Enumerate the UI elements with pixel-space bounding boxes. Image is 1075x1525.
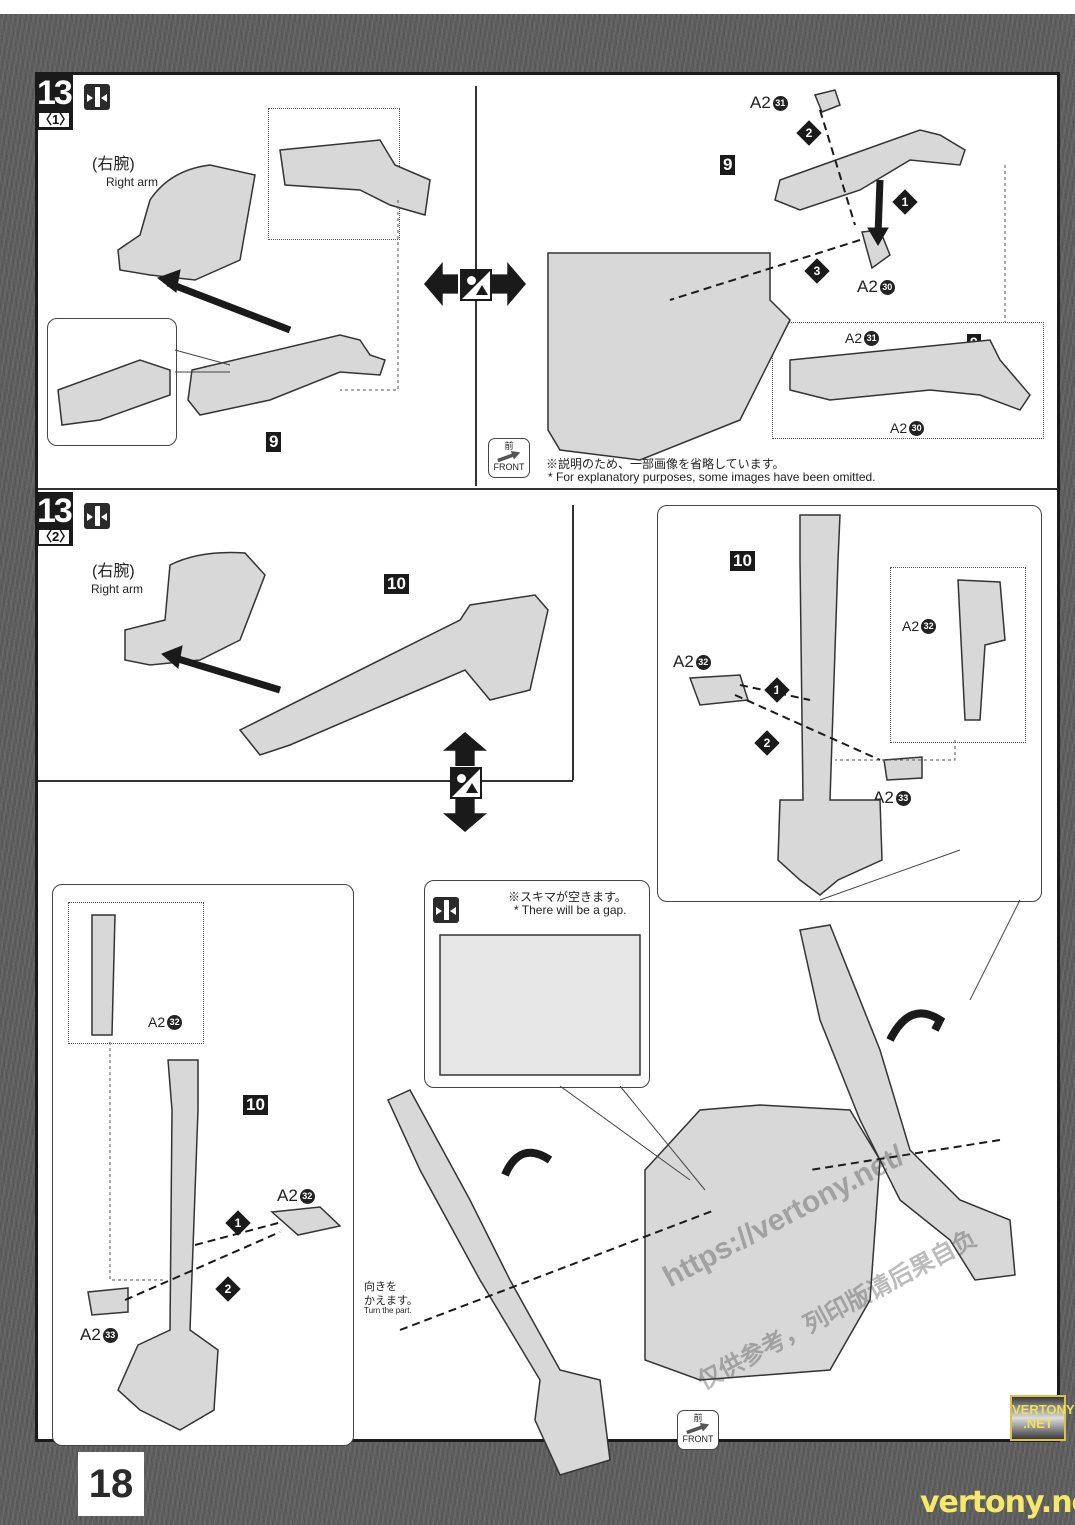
shotgun-grip-detail	[279, 139, 431, 216]
mount-detail-illustration	[957, 579, 1006, 721]
mech-body-illustration	[547, 252, 791, 461]
vertony-logo: VERTONY .NET	[1010, 1395, 1075, 1441]
omission-note-jp: ※説明のため、一部画像を省略しています。	[546, 457, 785, 471]
site-watermark: vertony.net	[920, 1485, 1075, 1520]
shotgun-sight-illustration	[57, 359, 171, 426]
mount-detail-callout-right	[890, 567, 1026, 743]
assembled-shotgun-illustration	[789, 339, 1031, 411]
press-fit-icon	[84, 503, 110, 529]
step-number: 13	[37, 492, 73, 530]
mech-assembled-illustration	[644, 1104, 881, 1381]
a2-31-part	[813, 89, 841, 113]
bazooka-held-illustration	[387, 1089, 611, 1476]
front-indicator: 前 FRONT	[677, 1410, 719, 1450]
right-arm-label-en: Right arm	[106, 175, 159, 189]
gap-note-jp: ※スキマが空きます。	[508, 890, 627, 904]
rotate-arrow-icon	[501, 1148, 553, 1177]
front-indicator: 前 FRONT	[488, 438, 530, 478]
press-fit-icon	[84, 84, 110, 110]
shotgun-parts-illustration	[774, 129, 966, 211]
press-fit-icon	[433, 897, 459, 923]
step-substep: 〈1〉	[37, 111, 73, 129]
gap-detail-illustration	[439, 934, 641, 1076]
step-number: 13	[37, 74, 73, 112]
bazooka-vertical-illustration	[777, 514, 883, 896]
shotgun-illustration	[187, 334, 386, 416]
right-arm-illustration	[117, 164, 256, 281]
right-arm-label-jp: (右腕)	[92, 563, 135, 580]
alternate-option-icon	[443, 732, 487, 832]
top-margin	[0, 0, 1075, 14]
right-arm-label-en: Right arm	[91, 582, 144, 596]
rotate-arrow-icon	[886, 1009, 946, 1042]
step-substep: 〈2〉	[37, 528, 73, 546]
a2-32-part	[270, 1206, 342, 1236]
alternate-option-icon	[424, 262, 526, 306]
part-number-10: 10	[243, 1095, 268, 1115]
right-arm-label-jp: (右腕)	[92, 156, 135, 173]
divider-step-horizontal	[38, 488, 1058, 490]
divider-step2-horizontal	[38, 780, 573, 782]
part-number-9: 9	[266, 432, 282, 452]
part-number-10: 10	[730, 551, 755, 571]
turn-part-note-jp-2: かえます。	[364, 1295, 418, 1307]
divider-step2-vertical	[572, 505, 574, 780]
a2-33-part	[87, 1287, 129, 1316]
a2-33-part	[883, 756, 923, 781]
turn-part-note-jp-1: 向きを	[364, 1281, 397, 1293]
bazooka-held-illustration	[799, 924, 1016, 1281]
gap-note-en: * There will be a gap.	[514, 903, 627, 917]
turn-part-note-en: Turn the part.	[364, 1306, 412, 1315]
part-number-9: 9	[720, 155, 736, 175]
a2-32-part	[688, 674, 749, 706]
omission-note-en: * For explanatory purposes, some images …	[548, 470, 876, 484]
page-number: 18	[78, 1452, 144, 1516]
bazooka-vertical-illustration	[117, 1059, 219, 1431]
mount-detail-illustration	[91, 914, 116, 1036]
bazooka-illustration	[238, 594, 549, 756]
part-number-10: 10	[384, 574, 409, 594]
step-header-13-1: 13 〈1〉	[35, 72, 73, 130]
step-header-13-2: 13 〈2〉	[35, 492, 73, 546]
right-arm-illustration	[124, 551, 266, 666]
